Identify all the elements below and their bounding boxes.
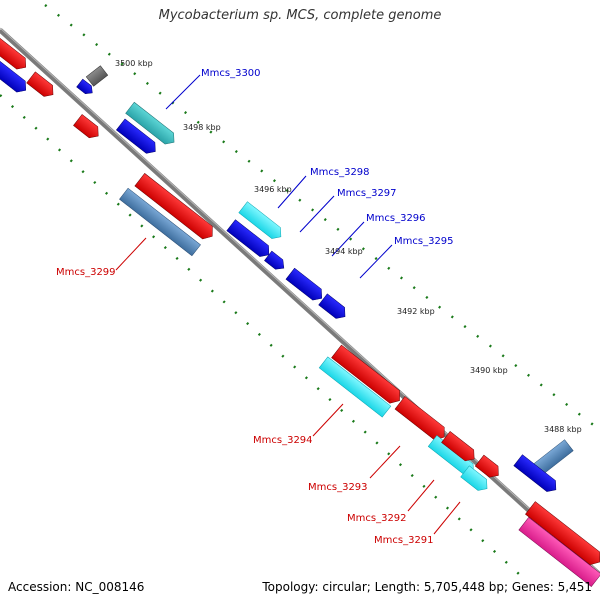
gene-red-small-c[interactable] [474,454,503,481]
gene-red-small[interactable] [73,114,102,141]
track-lower [0,94,521,576]
gene-mmcs-3296[interactable] [264,250,287,273]
tick-label-3496: 3496 kbp [254,185,292,194]
gene-mmcs-3297[interactable] [226,219,273,261]
leader-lines [115,74,461,535]
gene-red-bottom[interactable] [525,501,600,569]
genome-summary-text: Topology: circular; Length: 5,705,448 bp… [262,580,592,594]
tick-label-3492: 3492 kbp [397,307,435,316]
gene-mmcs-3294-red[interactable] [331,344,405,407]
accession-text: Accession: NC_008146 [8,580,145,594]
gene-blue-top[interactable] [0,59,30,96]
gene-label-mmcs-3298[interactable]: Mmcs_3298 [310,167,370,178]
gene-red-top-a[interactable] [0,36,30,73]
gene-label-mmcs-3300[interactable]: Mmcs_3300 [201,68,261,79]
gene-mmcs-3295-b[interactable] [318,293,350,322]
gene-label-mmcs-3297[interactable]: Mmcs_3297 [337,188,397,199]
tick-label-3498: 3498 kbp [183,123,221,132]
tick-label-3494: 3494 kbp [325,247,363,256]
genome-backbone-highlight [0,27,600,574]
tick-label-3500: 3500 kbp [115,59,153,68]
genome-backbone [0,28,600,577]
tick-label-3488: 3488 kbp [544,425,582,434]
gene-mmcs-3300[interactable] [125,101,179,148]
gene-label-mmcs-3294[interactable]: Mmcs_3294 [253,435,313,446]
gene-mmcs-3298[interactable] [238,201,285,243]
gene-label-mmcs-3299[interactable]: Mmcs_3299 [56,267,116,278]
gene-blue-mid[interactable] [116,118,159,157]
gene-gray-top[interactable] [85,65,109,87]
gene-blue-right[interactable] [513,454,560,496]
gene-mmcs-3294-cyan[interactable] [318,356,392,418]
gene-label-mmcs-3296[interactable]: Mmcs_3296 [366,213,426,224]
gene-red-top-b[interactable] [26,71,58,100]
gene-mmcs-3291[interactable] [460,465,492,494]
gene-label-mmcs-3293[interactable]: Mmcs_3293 [308,482,368,493]
gene-label-mmcs-3295[interactable]: Mmcs_3295 [394,236,454,247]
gene-label-mmcs-3291[interactable]: Mmcs_3291 [374,535,434,546]
gene-mmcs-3299-red[interactable] [134,173,217,242]
gene-blue-small-top[interactable] [76,78,96,97]
gene-pink-bottom[interactable] [518,517,600,587]
gene-label-mmcs-3292[interactable]: Mmcs_3292 [347,513,407,524]
tick-label-3490: 3490 kbp [470,366,508,375]
gene-mmcs-3293[interactable] [394,396,449,443]
map-title: Mycobacterium sp. MCS, complete genome [158,8,442,23]
gene-mmcs-3295-a[interactable] [285,267,326,304]
gene-mmcs-3299-steel[interactable] [119,187,201,257]
gene-red-small-b[interactable] [441,431,479,464]
